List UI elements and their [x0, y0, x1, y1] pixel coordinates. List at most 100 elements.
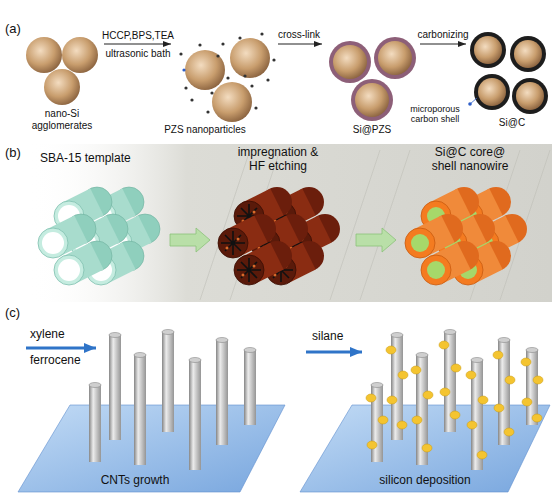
process-arrow	[356, 228, 396, 252]
pzs-nanoparticle-dots	[266, 78, 269, 81]
si-coated-nanotubes	[439, 341, 449, 349]
pzs-nanoparticle-dots	[250, 84, 253, 87]
pzs-nanoparticle-dots	[184, 86, 187, 89]
figure-label: cross-link	[278, 29, 320, 41]
pzs-nanoparticle-dots	[210, 91, 213, 94]
figure-label: microporous carbon shell	[403, 104, 467, 125]
figure-label: nano-Si agglomerates	[26, 108, 98, 131]
pzs-nanoparticle-dots	[238, 36, 241, 39]
process-arrow	[420, 43, 466, 44]
si-coated-nanotubes	[521, 348, 543, 426]
impregnated-template	[218, 187, 340, 285]
process-arrow	[278, 43, 322, 44]
si-pzs-particles	[378, 41, 412, 75]
si-coated-nanotubes	[505, 376, 515, 384]
pzs-nanoparticle-dots	[190, 98, 193, 101]
si-coated-nanotubes	[378, 416, 388, 424]
figure-label: Si@PZS	[353, 124, 392, 136]
si-coated-nanotubes	[504, 428, 514, 436]
si-coated-nanotubes	[478, 396, 488, 404]
tem-background	[30, 144, 552, 302]
carbon-nanotubes	[134, 355, 146, 465]
si-coated-nanotubes	[416, 353, 428, 358]
carbon-nanotubes	[216, 338, 228, 343]
pzs-nanoparticle-dots	[254, 106, 257, 109]
core-shell-nanowires	[421, 241, 479, 285]
si-pzs-particles	[374, 37, 416, 79]
panel-letter: (b)	[5, 146, 21, 161]
leader-line	[468, 98, 477, 106]
pzs-nanoparticle-dots	[182, 68, 185, 71]
si-agglomerate	[44, 69, 80, 105]
pzs-nanoparticle-dots	[260, 32, 263, 35]
figure-label: Si@C core@ shell nanowire	[423, 146, 518, 174]
carbon-nanotubes	[162, 332, 174, 432]
process-arrow	[170, 228, 210, 252]
pzs-nanoparticle-dots	[243, 74, 246, 77]
si-coated-nanotubes	[521, 358, 531, 366]
si-coated-nanotubes	[397, 421, 407, 429]
pzs-nanoparticle-dots	[198, 43, 201, 46]
si-pzs-particles	[355, 83, 389, 117]
carbon-nanotubes	[162, 330, 174, 335]
carbon-nanotubes	[109, 335, 121, 440]
carbon-nanotubes	[189, 360, 201, 470]
figure-label: PZS nanoparticles	[164, 124, 246, 136]
si-coated-nanotubes	[450, 411, 460, 419]
si-coated-nanotubes	[411, 366, 433, 452]
pzs-coated-particles	[212, 82, 252, 122]
si-coated-nanotubes	[366, 394, 388, 449]
si-agglomerate	[26, 37, 62, 73]
figure-label: silicon deposition	[379, 474, 470, 488]
carbon-nanotubes	[109, 333, 121, 338]
figure-label: CNTs growth	[101, 474, 170, 488]
core-shell-nanowires	[405, 187, 527, 285]
si-coated-nanotubes	[532, 414, 542, 422]
pzs-coated-particles	[230, 38, 270, 78]
si-coated-nanotubes	[411, 353, 433, 466]
si-coated-nanotubes	[526, 348, 538, 353]
si-coated-nanotubes	[386, 333, 408, 441]
pzs-coated-particles	[185, 38, 270, 122]
si-c-particles	[474, 74, 510, 110]
si-coated-nanotubes	[366, 330, 543, 471]
figure-label: Si@C	[499, 117, 525, 129]
figure-label: xylene	[30, 328, 65, 342]
figure-label: ferrocene	[30, 354, 81, 368]
figure-label: impregnation & HF etching	[236, 146, 321, 174]
carbon-nanotubes	[244, 350, 256, 425]
carbon-nanotubes	[89, 385, 101, 462]
pzs-coated-particles	[185, 50, 225, 90]
figure-label: silane	[312, 330, 343, 344]
si-coated-nanotubes	[477, 451, 487, 459]
carbon-nanotubes	[244, 348, 256, 353]
si-coated-nanotubes	[521, 358, 543, 422]
figure-label: HCCP,BPS,TEA	[102, 30, 174, 42]
carbon-nanotubes	[89, 330, 256, 471]
si-c-particles	[478, 78, 506, 106]
carbon-nanotubes	[216, 340, 228, 445]
si-pzs-particles	[329, 41, 371, 83]
si-coated-nanotubes	[466, 358, 488, 471]
si-c-particles	[512, 78, 548, 114]
pzs-nanoparticle-dots	[226, 76, 229, 79]
si-coated-nanotubes	[451, 364, 461, 372]
leader-line	[468, 102, 472, 106]
si-pzs-particles	[333, 45, 367, 79]
pzs-nanoparticle-dots	[221, 42, 224, 45]
si-coated-nanotubes	[391, 333, 403, 338]
si-coated-nanotubes	[466, 371, 488, 459]
si-coated-nanotubes	[386, 346, 408, 429]
si-coated-nanotubes	[533, 376, 543, 384]
si-coated-nanotubes	[440, 388, 450, 396]
si-c-particles	[516, 82, 544, 110]
si-c-particles	[470, 32, 548, 114]
si-coated-nanotubes	[412, 416, 422, 424]
figure-label: ultrasonic bath	[105, 48, 170, 60]
si-pzs-particles	[351, 79, 393, 121]
si-coated-nanotubes	[386, 346, 396, 354]
figure-label: carbonizing	[417, 29, 468, 41]
si-coated-nanotubes	[493, 351, 503, 359]
